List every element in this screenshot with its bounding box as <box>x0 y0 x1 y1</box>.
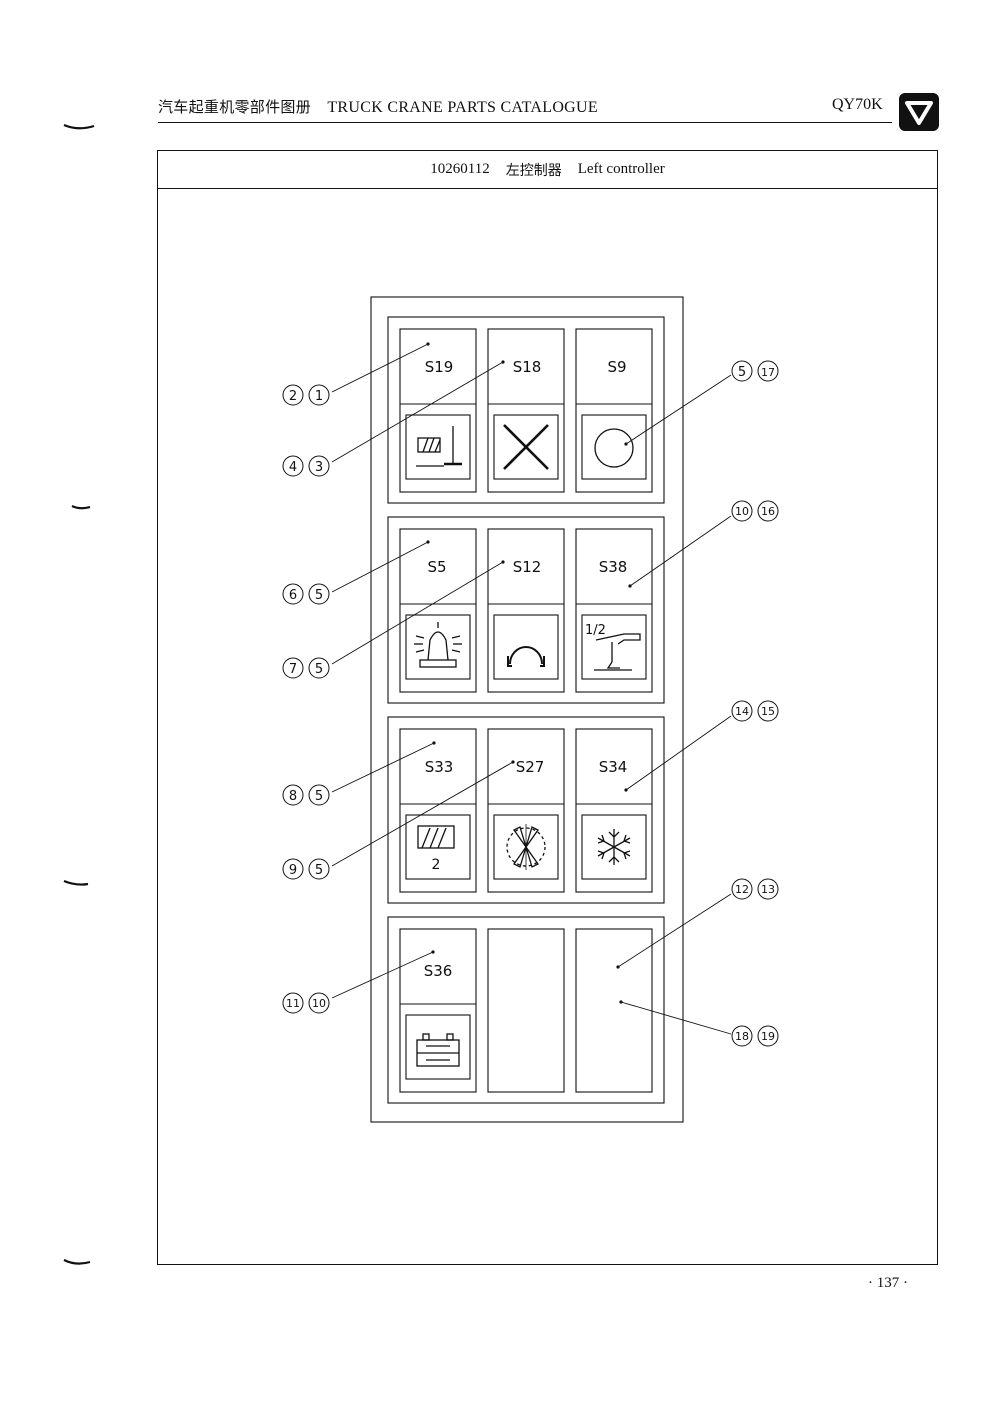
callout-7: 7 <box>289 662 297 677</box>
cancel-x-icon <box>503 424 549 470</box>
callout-5d: 5 <box>315 789 323 804</box>
section-code: 10260112 <box>430 161 490 177</box>
callout-2: 2 <box>289 389 297 404</box>
row-2-frame <box>387 516 665 704</box>
switch-s34[interactable] <box>575 728 653 893</box>
callout-5b: 5 <box>315 588 323 603</box>
section-name-cn: 左控制器 <box>505 162 562 179</box>
boom-2-label: 2 <box>432 857 441 873</box>
row-4-frame <box>387 916 665 1104</box>
half-speed-hook-icon <box>594 633 641 671</box>
callout-1: 1 <box>315 389 323 404</box>
callout-12: 12 <box>735 883 749 896</box>
logo-icon <box>899 93 939 131</box>
callout-15: 15 <box>761 705 775 718</box>
blank-switch-1[interactable] <box>487 928 565 1093</box>
switch-label-s36: S36 <box>424 962 453 980</box>
switch-label-s12: S12 <box>513 558 542 576</box>
boom-telescope-icon <box>416 426 462 467</box>
catalogue-title-cn: 汽车起重机零部件图册 <box>158 98 312 116</box>
page-number: · 137 · <box>868 1275 908 1291</box>
switch-label-s19: S19 <box>425 358 454 376</box>
switch-s27[interactable] <box>487 728 565 893</box>
switch-s12[interactable] <box>487 528 565 693</box>
binding-marks <box>63 123 95 1265</box>
blank-switch-2[interactable] <box>575 928 653 1093</box>
battery-icon <box>416 1033 460 1067</box>
section-title: 10260112 左控制器 Left controller <box>158 151 937 189</box>
catalogue-title: 汽车起重机零部件图册 TRUCK CRANE PARTS CATALOGUE <box>158 96 598 117</box>
switch-s33[interactable] <box>399 728 477 893</box>
switch-label-s27: S27 <box>516 758 545 776</box>
snowflake-icon <box>597 829 631 865</box>
callout-8: 8 <box>289 789 297 804</box>
callout-5a: 5 <box>738 365 746 380</box>
callout-9: 9 <box>289 863 297 878</box>
controller-panel-outer <box>370 296 684 1123</box>
circle-icon <box>594 428 634 468</box>
callout-18: 18 <box>735 1030 749 1043</box>
callout-11: 11 <box>286 997 300 1010</box>
callout-10a: 10 <box>735 505 749 518</box>
callout-5c: 5 <box>315 662 323 677</box>
switch-label-s18: S18 <box>513 358 542 376</box>
callout-6: 6 <box>289 588 297 603</box>
beacon-light-icon <box>414 622 462 668</box>
boom-2-icon <box>417 825 455 849</box>
switch-label-s38: S38 <box>599 558 628 576</box>
fan-icon <box>506 824 546 870</box>
model-number: QY70K <box>832 96 883 113</box>
callout-3: 3 <box>315 460 323 475</box>
switch-s19[interactable] <box>399 328 477 493</box>
switch-label-s9: S9 <box>607 358 626 376</box>
row-3-frame <box>387 716 665 904</box>
switch-label-s5: S5 <box>427 558 446 576</box>
switch-label-s33: S33 <box>425 758 454 776</box>
callout-4: 4 <box>289 460 297 475</box>
section-name-en: Left controller <box>577 161 665 177</box>
half-speed-label: 1/2 <box>585 623 606 638</box>
headphone-icon <box>507 646 545 667</box>
callout-14: 14 <box>735 705 749 718</box>
callout-16: 16 <box>761 505 775 518</box>
switch-label-s34: S34 <box>599 758 628 776</box>
switch-s9[interactable] <box>575 328 653 493</box>
callout-17: 17 <box>761 366 775 379</box>
callout-19: 19 <box>761 1030 775 1043</box>
callout-5e: 5 <box>315 863 323 878</box>
callout-13: 13 <box>761 883 775 896</box>
switch-s5[interactable] <box>399 528 477 693</box>
switch-s18[interactable] <box>487 328 565 493</box>
switch-s38[interactable] <box>575 528 653 693</box>
row-1-frame <box>387 316 665 504</box>
catalogue-title-en: TRUCK CRANE PARTS CATALOGUE <box>327 99 598 116</box>
diagram-frame: 10260112 左控制器 Left controller <box>157 150 938 1265</box>
switch-s36[interactable] <box>399 928 477 1093</box>
callout-10b: 10 <box>312 997 326 1010</box>
header-rule <box>158 122 892 123</box>
